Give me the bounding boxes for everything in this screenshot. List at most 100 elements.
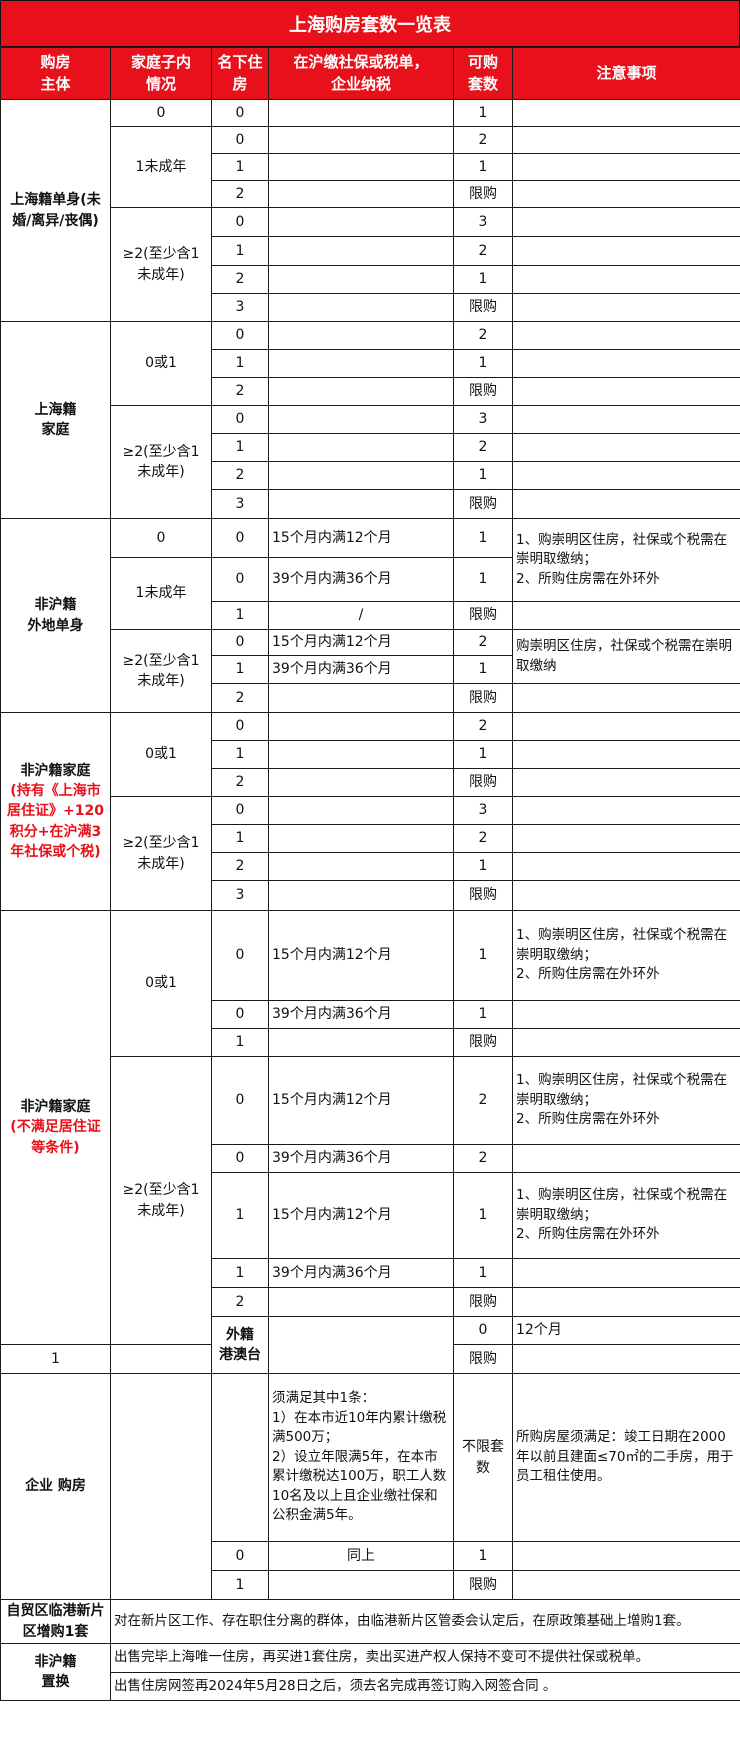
subject-main-label: 非沪籍家庭 xyxy=(20,762,91,779)
tax-cell xyxy=(268,349,454,378)
tax-cell xyxy=(268,377,454,406)
owned-cell: 3 xyxy=(211,489,269,519)
note-cell xyxy=(512,126,740,154)
table-row: ≥2(至少含1 未成年) 0 15个月内满12个月 2 购崇明区住房，社保或个税… xyxy=(1,629,740,713)
table-row: 2 1 xyxy=(1,461,740,490)
subject-condition-label: (不满足居住证等条件) xyxy=(10,1119,101,1156)
tax-cell: 15个月内满12个月 xyxy=(268,518,454,558)
subject-main-label: 非沪籍家庭 xyxy=(20,1099,91,1116)
owned-cell: 1 xyxy=(211,349,269,378)
subject-replace: 非沪籍 置换 xyxy=(0,1643,111,1701)
owned-cell: 1 xyxy=(211,740,269,769)
tax-cell xyxy=(110,1344,212,1374)
tax-cell xyxy=(268,712,454,741)
owned-cell: 1 xyxy=(211,1570,269,1600)
tax-cell xyxy=(268,1287,454,1317)
note-cell: 1、购崇明区住房，社保或个税需在崇明取缴纳； 2、所购住房需在外环外 xyxy=(512,1172,740,1259)
table-row: 1未成年 0 2 xyxy=(1,126,740,208)
count-cell: 1 xyxy=(453,1172,513,1259)
owned-cell: 2 xyxy=(211,852,269,881)
tax-cell: 15个月内满12个月 xyxy=(268,629,454,656)
tax-cell: 15个月内满12个月 xyxy=(268,1056,454,1145)
count-cell: 2 xyxy=(453,712,513,741)
tax-cell xyxy=(268,740,454,769)
subject-condition-label: (持有《上海市居住证》+120积分+在沪满3年社保或个税) xyxy=(7,783,104,860)
owned-cell: 0 xyxy=(211,321,269,350)
table-row: 非沪籍 外地单身 0 0 15个月内满12个月 1 1、购崇明区住房，社保或个税… xyxy=(0,518,740,713)
owned-cell: 0 xyxy=(453,1316,513,1345)
replace-text-2: 出售住房网签再2024年5月28日之后，须去名完成再签订购入网签合同 。 xyxy=(110,1672,740,1701)
owned-cell: 0 xyxy=(211,910,269,1001)
tax-cell: 39个月内满36个月 xyxy=(268,1144,454,1173)
tax-cell: 同上 xyxy=(268,1541,454,1571)
count-cell: 1 xyxy=(453,265,513,294)
count-cell: 1 xyxy=(453,910,513,1001)
table-row: 2 1 xyxy=(1,265,740,294)
owned-cell: 2 xyxy=(211,1287,269,1317)
note-cell xyxy=(512,601,740,630)
children-cell: 0 xyxy=(110,518,212,558)
owned-cell: 1 xyxy=(211,1172,269,1259)
note-cell xyxy=(512,852,740,881)
tax-cell xyxy=(268,405,454,434)
subject-lingang: 自贸区临港新片区增购1套 xyxy=(0,1599,111,1644)
count-cell: 1 xyxy=(453,1258,513,1288)
owned-cell: 1 xyxy=(211,1028,269,1057)
subject-non-single: 非沪籍 外地单身 xyxy=(0,518,111,713)
note-cell xyxy=(512,265,740,294)
owned-cell: 2 xyxy=(211,265,269,294)
tax-cell: 12个月 xyxy=(512,1316,740,1345)
table-row: 2 1 xyxy=(1,852,740,881)
owned-cell: 1 xyxy=(211,433,269,462)
children-cell: 0 xyxy=(110,99,212,127)
tax-cell xyxy=(268,99,454,127)
children-cell: 1未成年 xyxy=(110,557,212,630)
tax-cell xyxy=(268,768,454,797)
col-header-children: 家庭子内 情况 xyxy=(110,47,212,100)
count-cell: 2 xyxy=(453,1056,513,1145)
tax-cell xyxy=(268,683,454,713)
note-cell xyxy=(512,293,740,322)
table-row: 0 39个月内满36个月 2 xyxy=(1,1144,740,1173)
count-cell: 限购 xyxy=(453,601,513,630)
count-cell: 限购 xyxy=(453,1344,513,1374)
tax-cell xyxy=(268,1028,454,1057)
table-row: 1 2 xyxy=(1,433,740,462)
tax-cell xyxy=(268,489,454,519)
col-header-owned: 名下住 房 xyxy=(211,47,269,100)
owned-cell xyxy=(211,1373,269,1542)
table-row: 0 39个月内满36个月 1 xyxy=(1,1000,740,1029)
table-row: 上海籍 家庭 0或1 0 2 xyxy=(0,321,740,519)
table-row: ≥2(至少含1 未成年) 0 3 xyxy=(1,796,740,911)
owned-cell: 1 xyxy=(211,824,269,853)
enterprise-condition: 须满足其中1条： 1）在本市近10年内累计缴税满500万； 2）设立年限满5年，… xyxy=(268,1373,454,1542)
children-cell: 1未成年 xyxy=(110,126,212,208)
note-cell xyxy=(512,1287,740,1317)
count-cell: 2 xyxy=(453,236,513,266)
count-cell: 1 xyxy=(453,740,513,769)
note-cell xyxy=(512,405,740,434)
note-cell xyxy=(512,1000,740,1029)
subject-non-family-a: 非沪籍家庭 (持有《上海市居住证》+120积分+在沪满3年社保或个税) xyxy=(0,712,111,911)
tax-cell xyxy=(268,126,454,154)
note-cell xyxy=(512,321,740,350)
tax-cell xyxy=(268,796,454,825)
tax-cell xyxy=(268,880,454,911)
note-cell xyxy=(512,489,740,519)
table-row: 3 限购 xyxy=(1,880,740,911)
table-row: 自贸区临港新片区增购1套 对在新片区工作、存在职住分离的群体，由临港新片区管委会… xyxy=(0,1599,740,1644)
count-cell: 限购 xyxy=(453,880,513,911)
owned-cell: 1 xyxy=(211,236,269,266)
subject-sh-family: 上海籍 家庭 xyxy=(0,321,111,519)
table-row: 1 限购 xyxy=(0,1344,740,1374)
note-cell xyxy=(512,712,740,741)
table-row: 1 限购 xyxy=(1,1570,740,1600)
table-row: 1 1 xyxy=(1,740,740,769)
tax-cell xyxy=(268,153,454,181)
owned-cell: 0 xyxy=(211,207,269,237)
table-row: 0 同上 1 xyxy=(1,1541,740,1571)
note-cell xyxy=(512,461,740,490)
owned-cell: 0 xyxy=(211,557,269,602)
owned-cell: 0 xyxy=(211,1056,269,1145)
